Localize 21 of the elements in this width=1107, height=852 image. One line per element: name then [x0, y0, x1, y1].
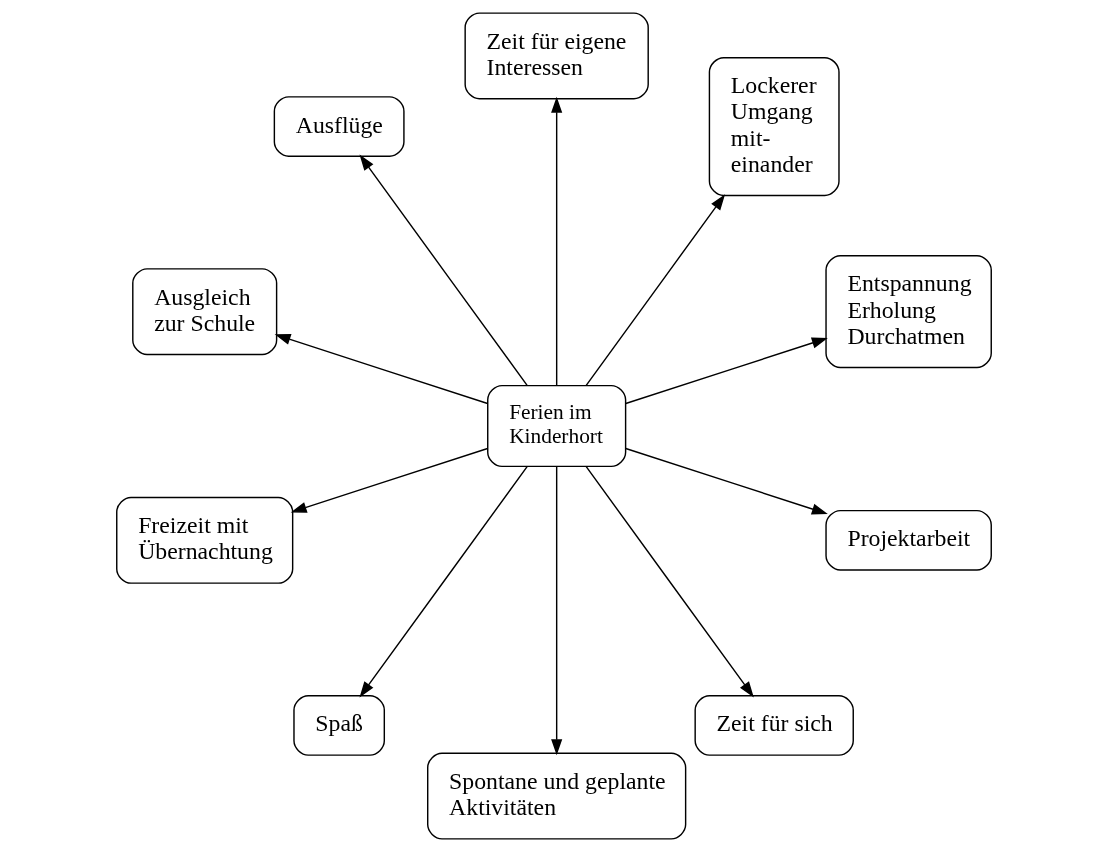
node-box: Freizeit mit Übernachtung [115, 496, 293, 584]
node-box: Projektarbeit [824, 509, 992, 571]
node-box: Ausgleich zur Schule [131, 268, 277, 356]
arrow [290, 447, 488, 513]
arrow [550, 96, 562, 387]
arrow [359, 154, 528, 387]
arrow [550, 465, 562, 756]
node-box: Spontane und geplante Aktivitäten [426, 752, 686, 840]
node-box: Ferien im Kinderhort [486, 384, 626, 468]
node-box: Lockerer Umgang mit- einander [708, 56, 840, 197]
arrow [624, 337, 828, 405]
node-box: Zeit für eigene Interessen [463, 12, 649, 100]
arrow [624, 447, 828, 515]
node-box: Spaß [292, 694, 385, 756]
arrow [585, 194, 725, 387]
node-box: Zeit für sich [693, 694, 854, 756]
arrow [585, 466, 754, 698]
node-box: Entspannung Erholung Durchatmen [824, 255, 992, 369]
arrow [274, 334, 488, 405]
node-box: Ausflüge [273, 96, 405, 158]
arrow [359, 466, 528, 698]
